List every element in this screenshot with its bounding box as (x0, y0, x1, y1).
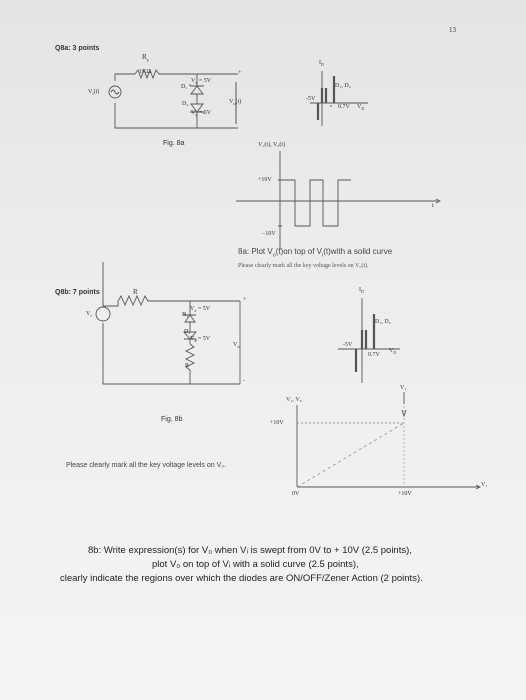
q8b-minus: - (243, 378, 245, 384)
q8a-waveform-t: t (432, 203, 434, 209)
q8b-iv-v-axis: VD (389, 348, 397, 356)
iv-plot-8b (338, 298, 400, 383)
q8a-waveform-neg: −10V (262, 231, 276, 237)
waveform-plot-8a (236, 151, 442, 250)
q8b-output-label: Vo (233, 342, 240, 350)
q8a-iv-v-axis: VD (357, 104, 365, 112)
q8a-rs-value: 1KΩ (139, 69, 151, 75)
q8a-fig-caption: Fig. 8a (163, 140, 185, 147)
q8b-iv-neg: -5V (343, 342, 353, 348)
q8b-transfer-x-axis: V₁ (481, 482, 488, 488)
page-number: 13 (449, 26, 456, 34)
q8a-heading: Q8a: 3 points (55, 45, 100, 52)
source-vi-8b (95, 306, 111, 322)
q8a-waveform-ylabel: V₁(t), V₀(t) (258, 142, 286, 148)
q8b-question-line2: plot V₀ on top of Vᵢ with a solid curve … (152, 559, 359, 570)
q8a-iv-diodes: D₁, D₂ (335, 83, 351, 89)
q8a-vz2-label: Vz = 5V (191, 110, 212, 118)
q8a-instruction: 8a: Plot Vo(t)on top of Vi(t)with a soli… (238, 247, 393, 259)
q8b-r-top-label: R (133, 288, 138, 296)
q8b-iv-diodes: D₁, D₂ (375, 319, 391, 325)
q8b-question-line1: 8b: Write expression(s) for V₀ when Vᵢ i… (88, 545, 412, 556)
q8a-d2-label: D₂ (182, 101, 189, 107)
q8a-iv-neg: -5V (306, 96, 316, 102)
q8a-note: Please clearly mark all the key voltage … (238, 263, 369, 269)
source-vi-8a (108, 85, 122, 99)
q8b-plus: + (243, 297, 247, 303)
q8b-fig-caption: Fig. 8b (161, 416, 183, 423)
q8a-output-label: Vo(t) (229, 99, 242, 107)
q8b-r-bottom-label: R (185, 363, 190, 369)
resistor-r-bottom (184, 343, 196, 384)
q8a-plus: + (238, 70, 242, 76)
q8b-d1-label: D₁ (182, 312, 189, 318)
q8b-transfer-0v: 0V (292, 491, 300, 497)
q8b-question-line3: clearly indicate the regions over which … (60, 573, 423, 584)
q8a-rs-label: Rs (142, 53, 149, 64)
q8a-d1-label: D₁ (181, 84, 188, 90)
q8b-heading: Q8b: 7 points (55, 289, 100, 296)
q8b-iv-i-axis: ID (359, 287, 364, 295)
fig-8a-circuit (114, 68, 238, 129)
resistor-rs (134, 68, 238, 80)
q8b-d2-label: D₂ (184, 329, 191, 335)
q8b-transfer-10v: +10V (398, 491, 412, 497)
q8b-vz1-label: Vz = 5V (190, 306, 211, 314)
q8a-waveform-pos: +10V (258, 177, 272, 183)
q8b-source-label: Vi (86, 311, 92, 319)
transfer-plot-8b (296, 392, 482, 490)
q8b-note: Please clearly mark all the key voltage … (66, 462, 227, 469)
q8b-transfer-axes: V₁, V₀ (286, 397, 302, 403)
q8b-transfer-pos: +10V (270, 420, 284, 426)
q8a-source-label: Vi(t) (88, 89, 100, 97)
q8a-iv-i-axis: ID (319, 60, 324, 68)
iv-plot-8a (310, 71, 368, 126)
q8b-vz2-label: Vz = 5V (190, 336, 211, 344)
q8a-iv-pos: 0.7V (338, 104, 350, 110)
q8a-vz1-label: Vz = 5V (191, 78, 212, 86)
q8b-iv-pos: 0.7V (368, 352, 380, 358)
resistor-r-top (117, 294, 240, 307)
q8b-transfer-vi: V₁ (400, 385, 407, 391)
diode-d1-8a (189, 84, 204, 95)
fig-8b-circuit (102, 262, 241, 385)
